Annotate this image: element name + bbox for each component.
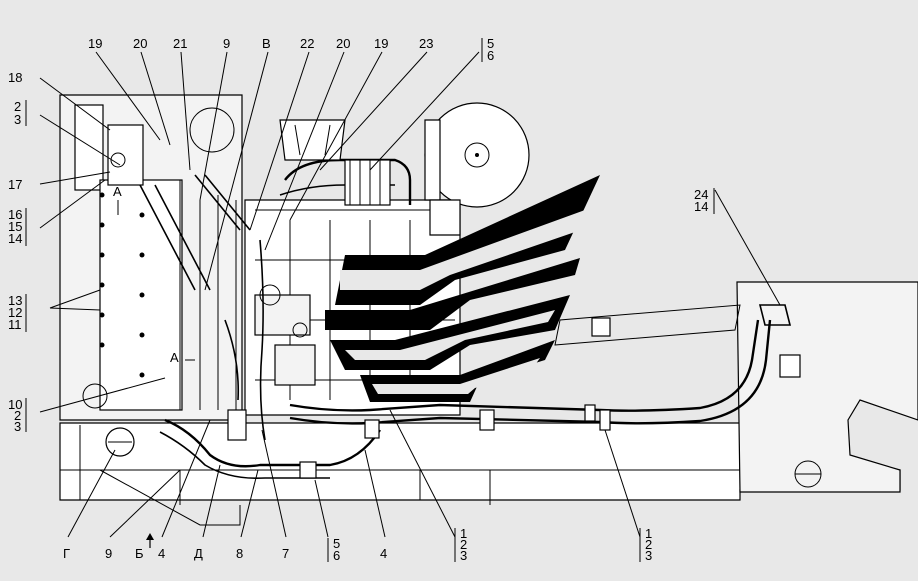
label-v-top: В — [262, 36, 271, 51]
logo-chevrons — [325, 175, 600, 402]
leader-lines — [39, 51, 781, 538]
label-14-left: 14 — [8, 231, 22, 246]
label-13: 13 — [8, 293, 22, 308]
label-20-top-right: 20 — [336, 36, 350, 51]
label-1-bottom-b: 1 — [645, 526, 652, 541]
label-5-bottom-stack: 5 — [333, 536, 340, 551]
label-6-top-stack: 6 — [487, 48, 494, 63]
label-1-bottom-a: 1 — [460, 526, 467, 541]
label-19-top-left: 19 — [88, 36, 102, 51]
label-2-bottom-a: 2 — [460, 537, 467, 552]
label-6-bottom-stack: 6 — [333, 548, 340, 563]
label-19-top-right: 19 — [374, 36, 388, 51]
label-23-top: 23 — [419, 36, 433, 51]
label-4-bottom-right: 4 — [380, 546, 387, 561]
label-3-left-a: 3 — [14, 112, 21, 127]
label-5-top-stack: 5 — [487, 36, 494, 51]
label-14-right: 14 — [694, 199, 708, 214]
label-17: 17 — [8, 177, 22, 192]
label-16: 16 — [8, 207, 22, 222]
bottom-labels: Г 9 Б 4 Д 8 7 5 6 4 1 2 3 1 2 3 — [63, 526, 652, 563]
arrow-up-icon — [146, 533, 154, 540]
chassis-frame — [59, 281, 918, 526]
label-18: 18 — [8, 70, 22, 85]
label-11: 11 — [8, 317, 22, 332]
label-3-left-b: 3 — [14, 419, 21, 434]
label-3-bottom-a: 3 — [460, 548, 467, 563]
view-markers: А А — [113, 184, 179, 365]
label-7-bottom: 7 — [282, 546, 289, 561]
label-12: 12 — [8, 305, 22, 320]
view-marker-a-lower: А — [170, 350, 179, 365]
label-2-left-a: 2 — [14, 99, 21, 114]
label-15: 15 — [8, 219, 22, 234]
label-20-top-left: 20 — [133, 36, 147, 51]
label-4-bottom-left: 4 — [158, 546, 165, 561]
label-3-bottom-b: 3 — [645, 548, 652, 563]
label-22-top: 22 — [300, 36, 314, 51]
left-labels: 18 2 3 17 16 15 14 13 12 11 10 2 3 — [8, 70, 27, 434]
label-8-bottom: 8 — [236, 546, 243, 561]
label-2-bottom-b: 2 — [645, 537, 652, 552]
right-labels: 24 14 — [694, 187, 715, 214]
label-2-left-b: 2 — [14, 408, 21, 423]
radiator-bolts — [99, 192, 145, 378]
label-10: 10 — [8, 397, 22, 412]
label-9-top: 9 — [223, 36, 230, 51]
label-b-bottom: Б — [135, 546, 144, 561]
radiator — [59, 94, 243, 421]
label-9-bottom: 9 — [105, 546, 112, 561]
label-24: 24 — [694, 187, 708, 202]
label-21-top: 21 — [173, 36, 187, 51]
top-labels: 19 20 21 9 В 22 20 19 23 5 6 — [88, 36, 494, 63]
label-g-bottom: Г — [63, 546, 70, 561]
view-marker-a-upper: А — [113, 184, 122, 199]
label-d-bottom: Д — [194, 546, 203, 561]
